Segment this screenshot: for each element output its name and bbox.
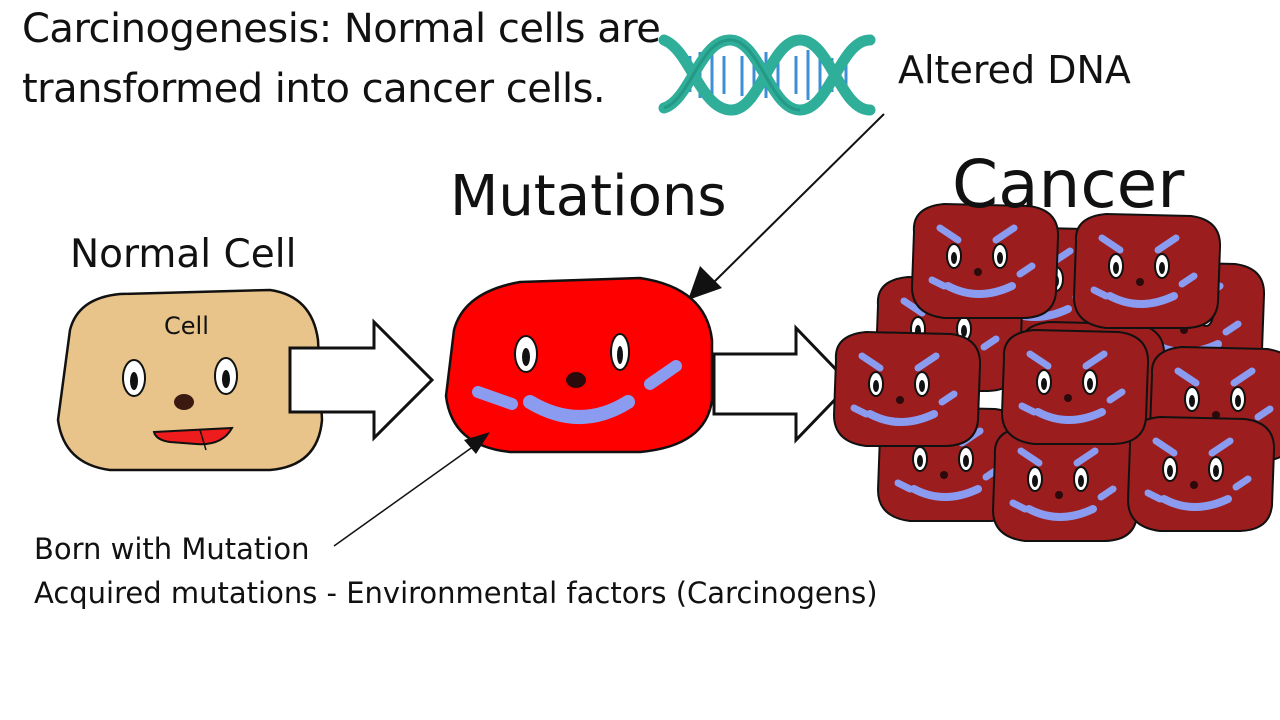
dna-pointer-arrow [688,113,885,300]
normal-cell [56,288,324,472]
dna-helix-icon [658,34,876,116]
title-line-1: Carcinogenesis: Normal cells are [22,6,661,52]
cancer-cell-cluster [834,204,1280,541]
title-line-2: transformed into cancer cells. [22,66,606,112]
mutated-cell [444,276,714,454]
cause-pointer-arrow [333,432,490,547]
cancer-label: Cancer [952,146,1185,223]
cause-born-with-mutation: Born with Mutation [34,532,310,566]
mutations-label: Mutations [450,164,727,229]
altered-dna-label: Altered DNA [898,48,1131,92]
process-arrow-2 [712,324,853,444]
cell-tag-label: Cell [164,312,209,340]
cause-acquired-mutations: Acquired mutations - Environmental facto… [34,576,878,610]
process-arrow-1 [288,318,435,442]
normal-cell-label: Normal Cell [70,232,297,277]
